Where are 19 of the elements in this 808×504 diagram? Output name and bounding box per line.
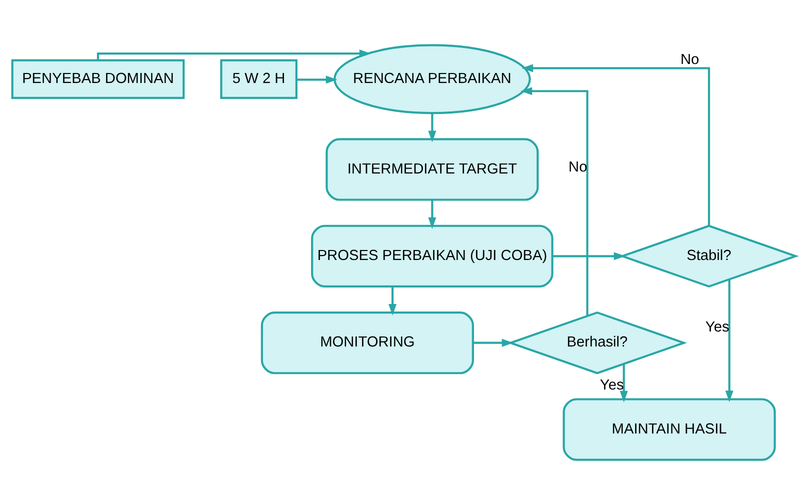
node-box: MONITORING (260, 311, 474, 374)
arrow (522, 64, 710, 226)
arrow (388, 286, 397, 316)
node-box: 5 W 2 H (220, 58, 298, 98)
node-box: INTERMEDIATE TARGET (326, 138, 539, 200)
arrow (552, 252, 626, 260)
arrow (473, 338, 514, 346)
arrow (520, 86, 588, 316)
arrow (428, 199, 436, 228)
arrow (96, 49, 371, 60)
arrow (296, 75, 338, 84)
node-box: MAINTAIN HASIL (562, 398, 776, 460)
node-box: PENYEBAB DOMINAN (11, 58, 185, 98)
node-ellipse: RENCANA PERBAIKAN (334, 44, 531, 114)
arrow (620, 363, 628, 402)
node-box: PROSES PERBAIKAN (UJI COBA) (311, 224, 554, 287)
arrow (725, 279, 734, 402)
edge-label: No (680, 52, 700, 68)
arrow (428, 112, 436, 142)
